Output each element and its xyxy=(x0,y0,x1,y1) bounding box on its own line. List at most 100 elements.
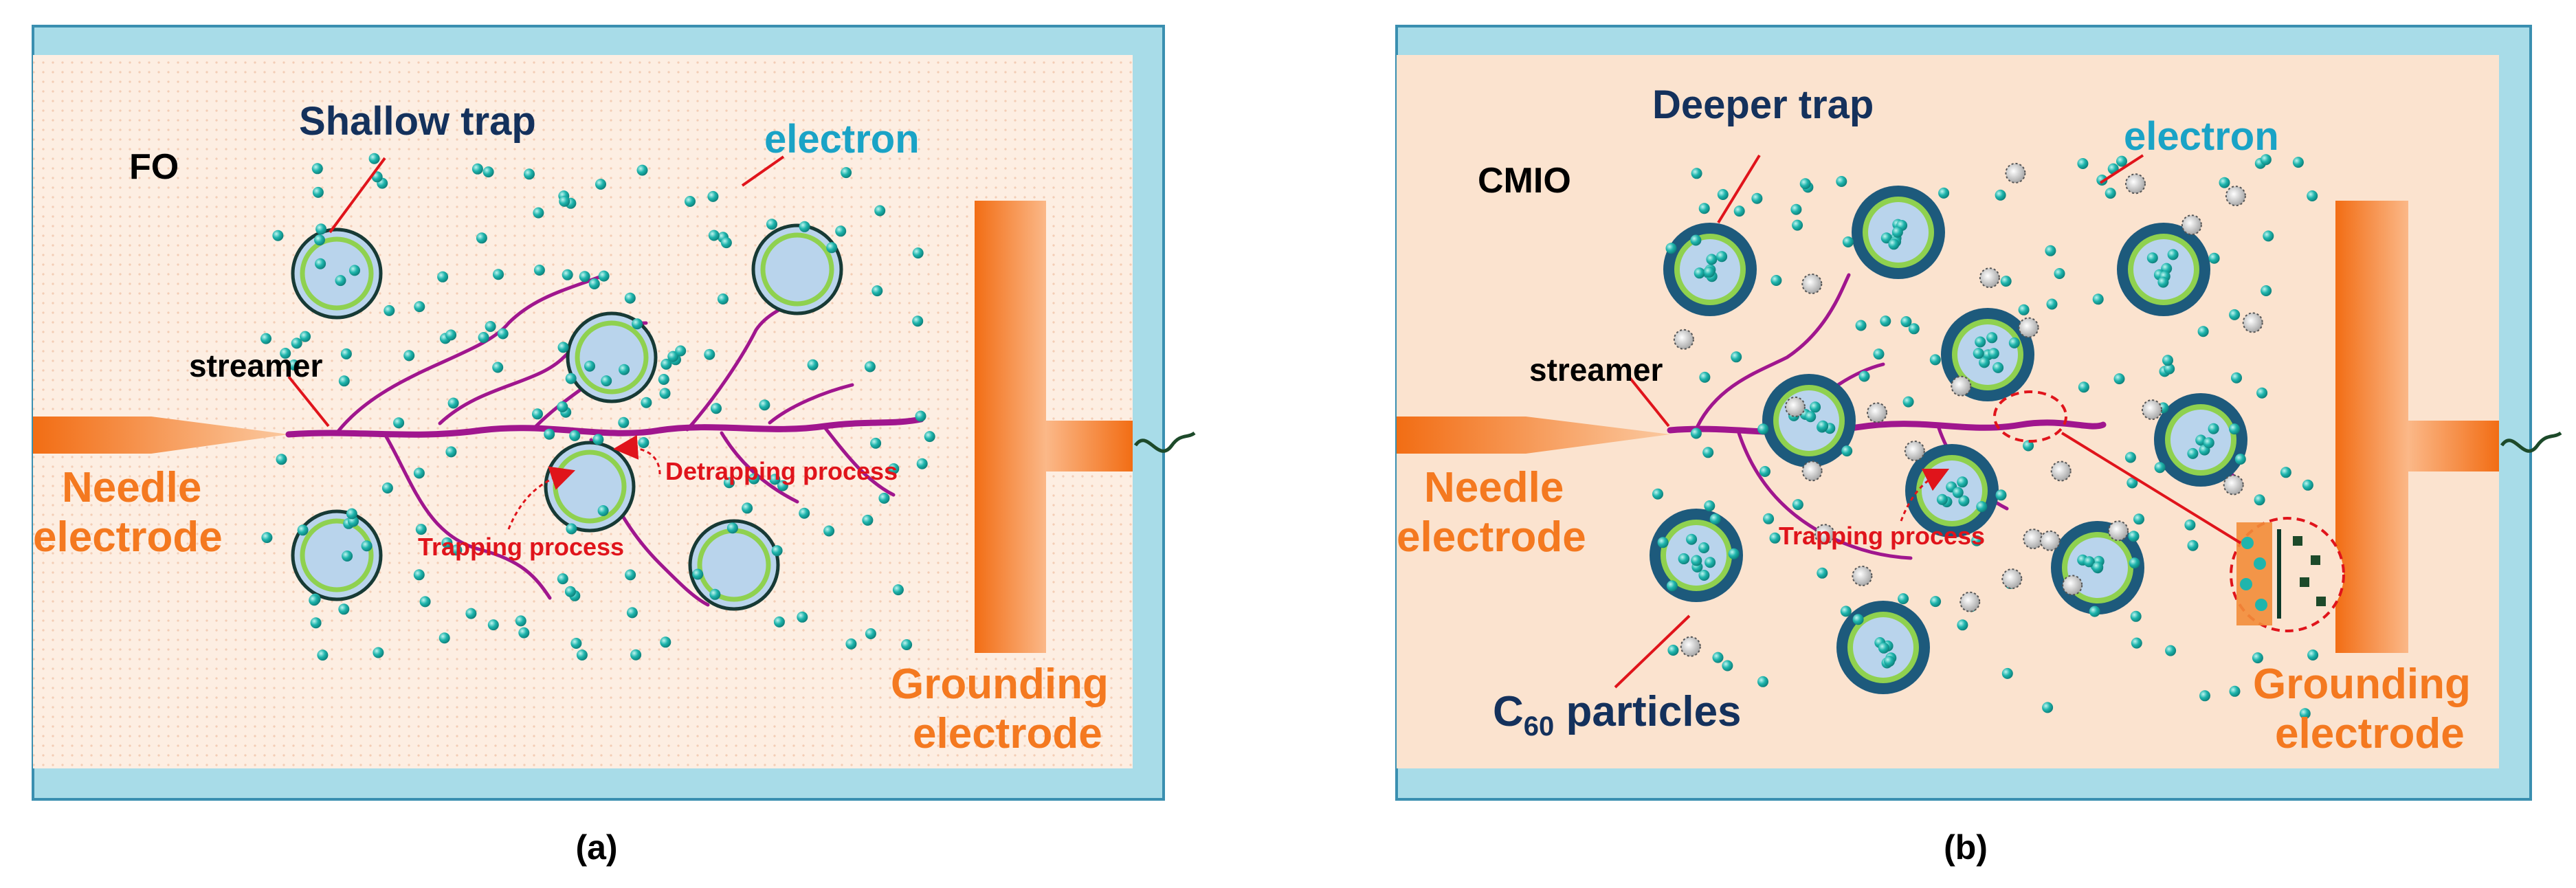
electron xyxy=(276,454,287,465)
electron xyxy=(2127,477,2138,489)
trapped-electron xyxy=(1880,232,1892,244)
electron xyxy=(1840,606,1852,617)
electron xyxy=(915,410,926,422)
electron xyxy=(1712,652,1724,663)
c60-particle xyxy=(2001,568,2023,590)
electron xyxy=(524,168,535,180)
electron xyxy=(660,358,672,370)
electron xyxy=(870,437,882,449)
electron xyxy=(630,649,642,661)
electron xyxy=(340,348,352,359)
streamer-label-b: streamer xyxy=(1529,352,1663,388)
electron xyxy=(570,638,582,649)
trap-a-1 xyxy=(291,227,383,320)
electron xyxy=(482,166,494,178)
electron xyxy=(346,508,357,520)
electron xyxy=(566,523,577,535)
electron xyxy=(912,315,924,327)
electron xyxy=(1722,660,1733,671)
electron xyxy=(625,569,636,581)
electron xyxy=(312,186,324,198)
electron xyxy=(2219,177,2230,188)
electron xyxy=(892,584,904,596)
electron xyxy=(1841,445,1853,457)
electron xyxy=(723,477,735,489)
electron xyxy=(441,537,453,548)
trapped-electron xyxy=(1936,493,1948,505)
trapped-electron xyxy=(1975,336,1986,348)
electron xyxy=(2046,298,2058,310)
electron xyxy=(641,397,652,408)
c60-particle xyxy=(2018,317,2039,338)
shallow-traps-a xyxy=(291,223,843,611)
electron xyxy=(280,348,291,359)
electron xyxy=(2089,606,2100,617)
c60-particles-b xyxy=(1673,162,2263,657)
needle-electrode-a xyxy=(33,417,289,454)
electron xyxy=(1792,219,1803,231)
electron xyxy=(2077,158,2089,169)
electron xyxy=(1976,501,1988,513)
trapping-label-a: Trapping process xyxy=(418,533,624,561)
electron xyxy=(1792,499,1803,511)
electron xyxy=(297,524,309,536)
trapped-electron xyxy=(1878,642,1889,654)
trapped-electron xyxy=(1884,656,1895,667)
electron xyxy=(393,417,405,429)
electron xyxy=(2128,531,2140,542)
electron xyxy=(1704,500,1716,511)
electron xyxy=(771,545,783,557)
c60-particle xyxy=(1979,267,2000,289)
c60-particle xyxy=(1867,402,1887,423)
electron xyxy=(437,271,449,282)
trapped-electron xyxy=(1957,476,1968,488)
electron xyxy=(476,232,487,244)
electron xyxy=(797,611,808,623)
electron xyxy=(2260,154,2272,166)
electron xyxy=(338,603,350,615)
electron xyxy=(414,301,425,313)
electron xyxy=(487,619,499,631)
electron xyxy=(381,482,393,493)
c60-particle xyxy=(2023,529,2044,550)
c60-particle xyxy=(1814,524,1835,545)
electron xyxy=(769,474,781,485)
electron xyxy=(2197,326,2209,337)
electron xyxy=(595,179,606,190)
trapped-electron xyxy=(1698,542,1710,553)
trapped-electron xyxy=(2167,249,2179,260)
electron xyxy=(2229,309,2241,320)
trapped-electron xyxy=(2187,447,2199,459)
electron xyxy=(419,596,431,608)
c60-particle xyxy=(2039,530,2061,551)
electron xyxy=(1698,570,1710,581)
electron xyxy=(624,292,636,304)
electron xyxy=(1855,320,1867,331)
electron xyxy=(2023,440,2034,452)
electron xyxy=(888,463,900,474)
electron xyxy=(2130,610,2142,622)
fluid-label-a: FO xyxy=(129,147,179,187)
electron xyxy=(1690,428,1702,439)
oil-region-b xyxy=(1397,55,2499,768)
electrons-a xyxy=(260,153,935,661)
electron xyxy=(1657,537,1669,548)
detrapping-label-a: Detrapping process xyxy=(665,457,898,485)
trapped-electron xyxy=(1805,411,1817,423)
electron xyxy=(742,502,753,514)
electron xyxy=(2307,190,2318,201)
electron xyxy=(1691,168,1702,179)
electron xyxy=(2105,188,2116,199)
electron xyxy=(471,163,483,175)
trap-b-2 xyxy=(1852,186,1945,279)
electron xyxy=(288,359,300,370)
oil-region-a xyxy=(33,55,1133,768)
electron xyxy=(777,480,788,491)
electron xyxy=(1858,370,1870,382)
electrons-b xyxy=(1652,154,2319,720)
electron xyxy=(1751,192,1763,204)
needle-electrode-b xyxy=(1397,417,1670,454)
electron xyxy=(601,375,612,387)
electron xyxy=(2280,467,2291,478)
trapped-electron xyxy=(1979,357,1990,368)
